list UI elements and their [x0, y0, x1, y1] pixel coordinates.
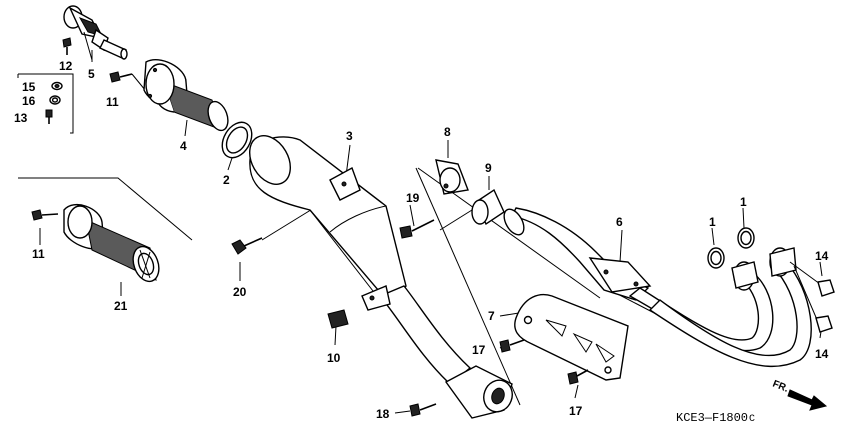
callout-20: 20: [233, 285, 247, 299]
callout-4: 4: [180, 139, 187, 153]
callout-18: 18: [376, 407, 390, 421]
callout-6: 6: [616, 215, 623, 229]
callout-11b: 11: [32, 247, 45, 261]
callout-3: 3: [346, 129, 353, 143]
callout-1a: 1: [709, 215, 716, 229]
hardware-group-13-15-16: [17, 73, 74, 134]
callout-15: 15: [22, 80, 36, 94]
alternate-part-box: [18, 177, 193, 241]
callout-13: 13: [14, 111, 28, 125]
front-direction-label: FR.: [771, 379, 790, 395]
callout-8: 8: [444, 125, 451, 139]
part-20-bolt: [231, 237, 263, 255]
arrow-right-down-icon: [787, 389, 828, 411]
callout-21: 21: [114, 299, 128, 313]
callout-14b: 14: [815, 347, 829, 361]
diagram-code-main: KCE3—F1800: [676, 411, 748, 425]
part-3-muffler: [249, 135, 513, 419]
callout-9: 9: [485, 161, 492, 175]
callout-2: 2: [223, 173, 230, 187]
part-11-bolt-lower: [31, 209, 59, 221]
part-19-bolt: [399, 219, 435, 239]
part-17-bolts: [499, 339, 589, 385]
part-8-bracket: [435, 159, 469, 195]
callout-7: 7: [488, 309, 495, 323]
part-6-exhaust-pipe: [503, 207, 821, 368]
diagram-code-suffix: C: [749, 414, 755, 425]
part-4-silencer-insert: [143, 59, 229, 132]
callout-17a: 17: [472, 343, 486, 357]
callout-1b: 1: [740, 195, 747, 209]
callout-5: 5: [88, 67, 95, 81]
part-12-bolt: [62, 37, 72, 55]
part-2-gasket: [221, 121, 253, 159]
part-5-tailpipe: [63, 5, 128, 61]
callout-14a: 14: [815, 249, 829, 263]
part-9-collar: [471, 188, 505, 226]
part-18-bolt: [409, 403, 437, 417]
diagram-code: KCE3—F1800C: [676, 411, 755, 425]
callout-12: 12: [59, 59, 73, 73]
part-7-heat-shield: [514, 293, 629, 381]
callout-16: 16: [22, 94, 36, 108]
callout-labels: 1 1 2 3 4 5 6 7 8 9 10 11 11 12 13 14 14…: [14, 59, 829, 421]
part-14-nuts: [815, 279, 835, 333]
callout-10: 10: [327, 351, 341, 365]
part-10-nut: [327, 309, 349, 329]
callout-11a: 11: [106, 95, 119, 109]
part-21-alt-insert: [63, 204, 160, 283]
svg-text:KCE3—F1800C: KCE3—F1800C: [676, 411, 755, 425]
part-1-gaskets: [707, 227, 755, 269]
callout-19: 19: [406, 191, 420, 205]
front-direction-indicator: FR.: [771, 379, 828, 411]
callout-17b: 17: [569, 404, 583, 418]
